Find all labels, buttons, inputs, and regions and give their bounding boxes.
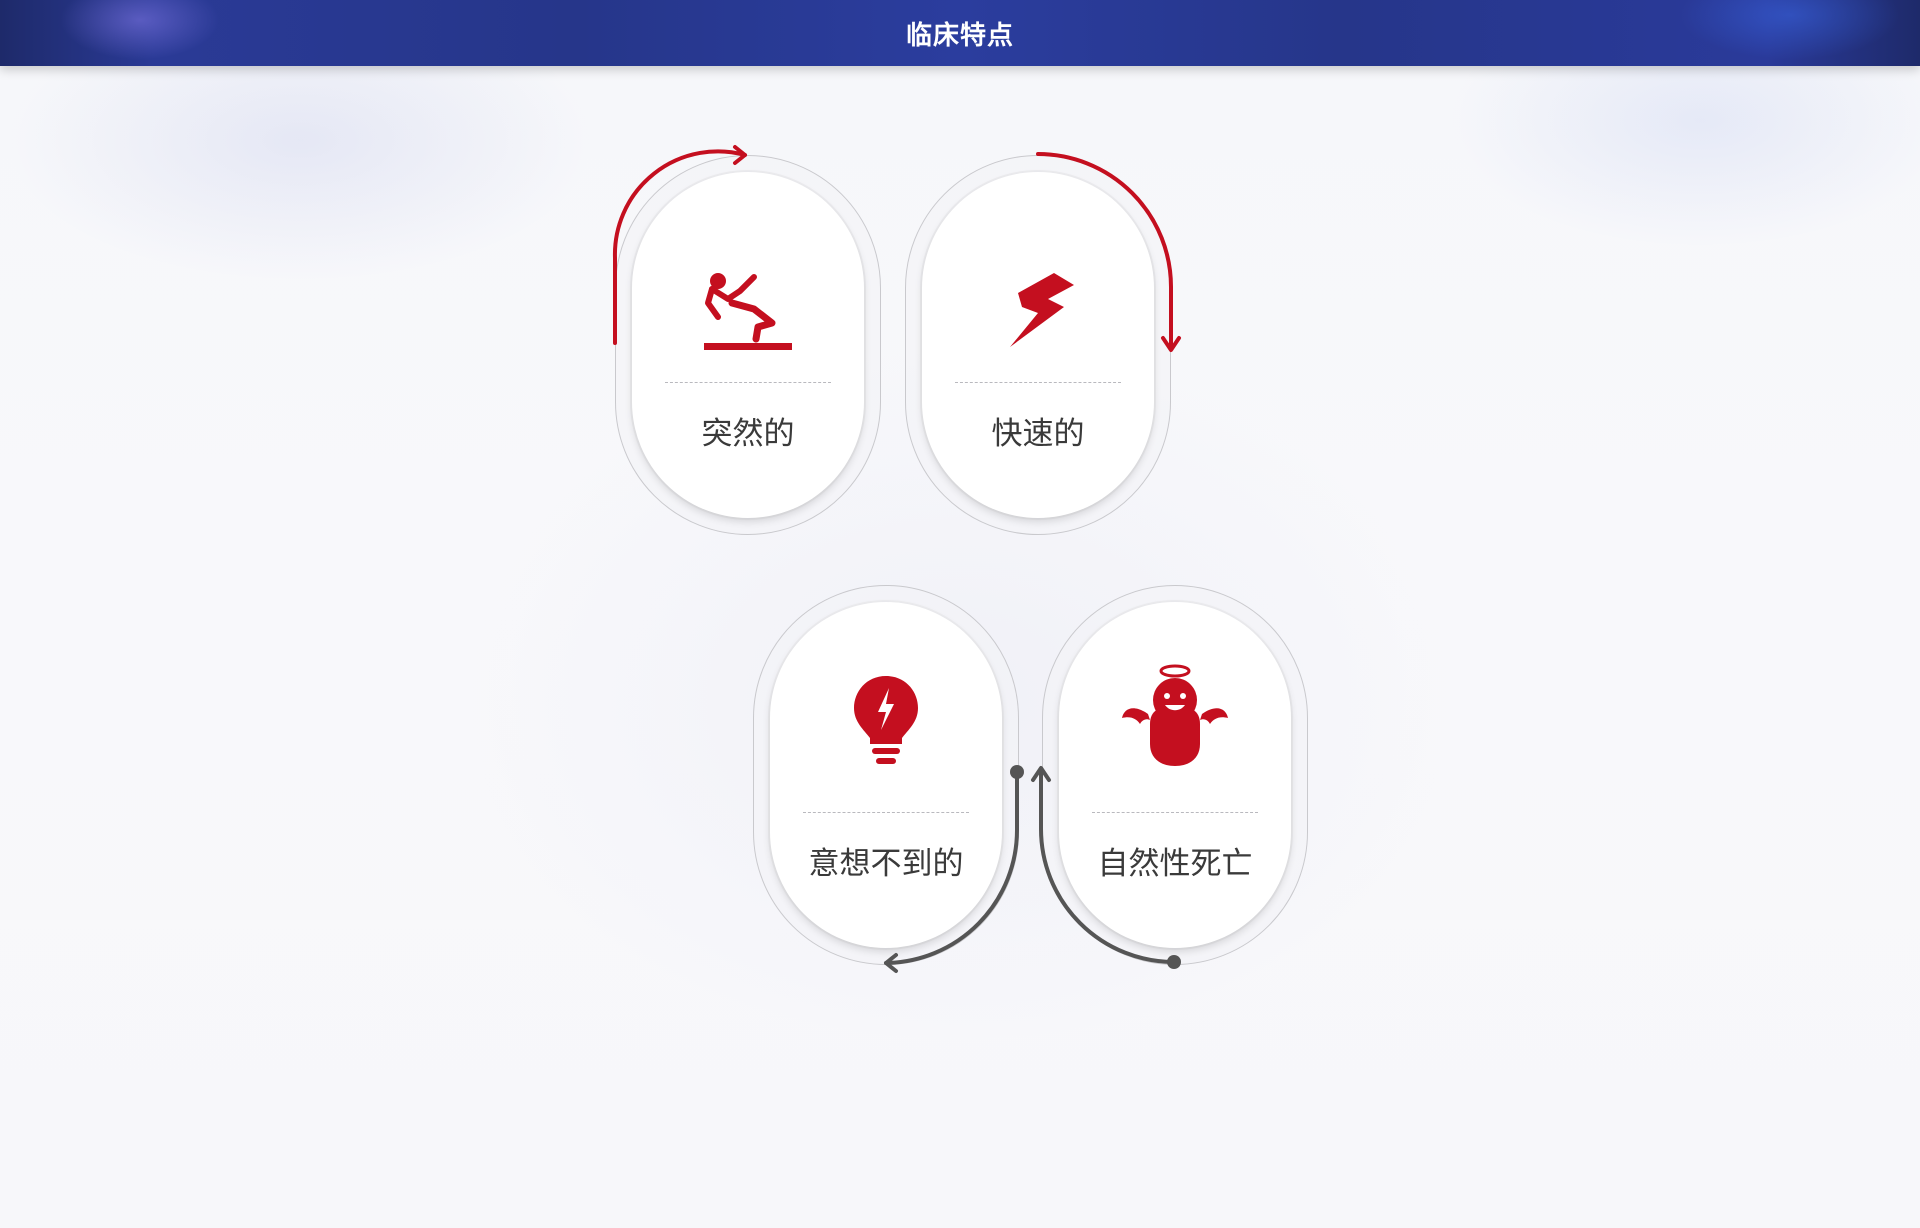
feature-card-inner: 自然性死亡: [1059, 602, 1291, 948]
feature-label: 快速的: [991, 416, 1085, 452]
feature-card-natural-death: 自然性死亡: [1042, 585, 1308, 965]
dashed-divider: [955, 382, 1121, 383]
falling-person-icon: [698, 267, 798, 353]
page-title: 临床特点: [905, 20, 1014, 51]
dashed-divider: [1092, 812, 1258, 813]
lightning-bolt-icon: [988, 267, 1088, 353]
feature-label: 突然的: [701, 416, 795, 452]
feature-label: 意想不到的: [808, 846, 964, 882]
feature-card-fast: 快速的: [905, 155, 1171, 535]
header-bar: 临床特点: [0, 0, 1920, 66]
lightbulb-idea-icon: [836, 676, 936, 764]
angel-icon: [1120, 662, 1230, 772]
feature-card-sudden: 突然的: [615, 155, 881, 535]
feature-card-inner: 突然的: [632, 172, 864, 518]
dashed-divider: [803, 812, 969, 813]
feature-card-inner: 意想不到的: [770, 602, 1002, 948]
feature-card-unexpected: 意想不到的: [753, 585, 1019, 965]
dashed-divider: [665, 382, 831, 383]
feature-card-inner: 快速的: [922, 172, 1154, 518]
feature-label: 自然性死亡: [1097, 846, 1253, 882]
